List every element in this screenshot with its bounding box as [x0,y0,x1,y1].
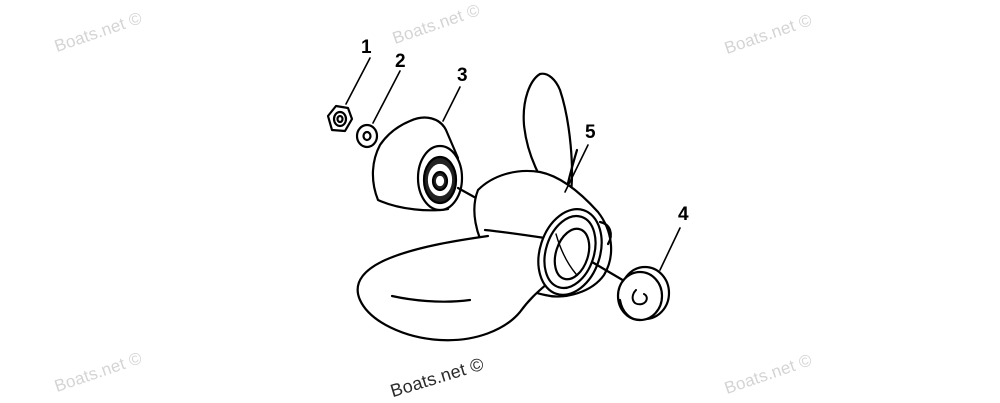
leader-line-2 [372,70,401,124]
callout-3: 3 [457,65,468,86]
callout-4: 4 [678,204,689,225]
leader-line-1 [345,57,371,105]
thrust-hub-part [371,116,464,212]
callout-1: 1 [361,37,372,58]
callout-2: 2 [395,51,406,72]
leader-line-3 [442,86,461,122]
washer-part [355,123,379,149]
leader-line-5 [564,144,589,193]
shaft-line [456,186,478,200]
callout-5: 5 [585,122,596,143]
propeller-part [356,72,613,342]
leader-line-4 [659,227,681,271]
end-cap-part [616,265,671,322]
nut-part [326,104,354,133]
shaft-line-cap [590,260,628,284]
